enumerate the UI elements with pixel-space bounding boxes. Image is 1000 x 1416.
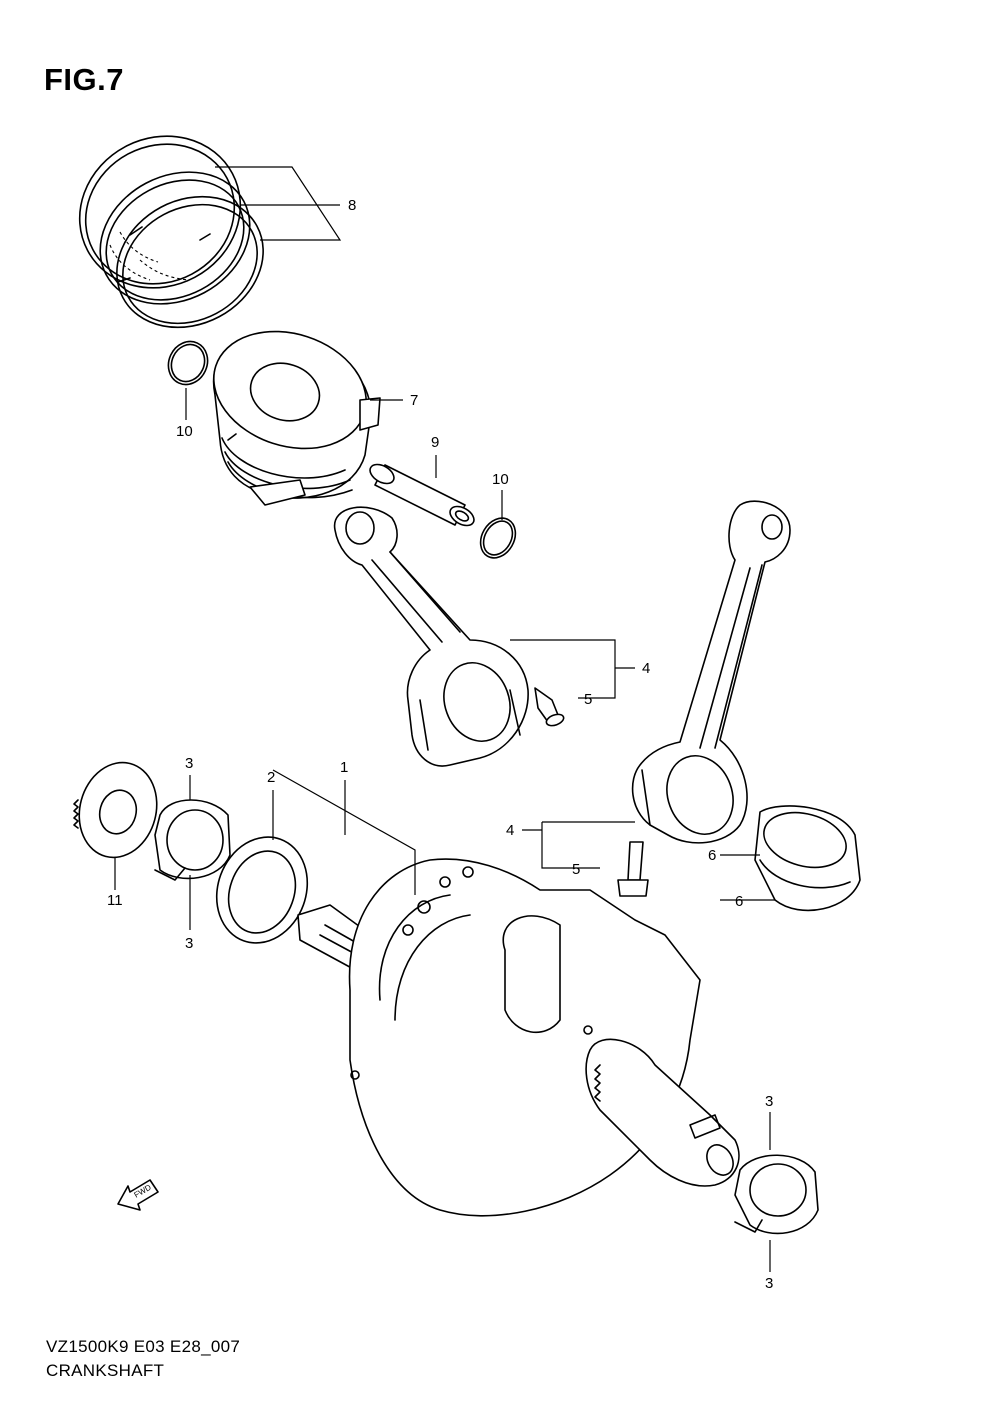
callout-10-upper[interactable]: 10 xyxy=(176,423,193,440)
callout-5-lower[interactable]: 5 xyxy=(572,861,580,878)
piston-pin[interactable] xyxy=(367,461,478,530)
connecting-rod-rear[interactable] xyxy=(631,500,791,844)
callout-5-upper[interactable]: 5 xyxy=(584,691,592,708)
callout-6-upper[interactable]: 6 xyxy=(708,847,716,864)
connecting-rod-bolt-rear[interactable] xyxy=(617,841,649,897)
callout-2[interactable]: 2 xyxy=(267,769,275,786)
piston-pin-circlip-lower[interactable] xyxy=(474,512,523,564)
callout-10-lower[interactable]: 10 xyxy=(492,471,509,488)
callout-3-bottom-right[interactable]: 3 xyxy=(765,1275,773,1292)
figure-title: FIG.7 xyxy=(44,62,125,97)
callout-3-top-left[interactable]: 3 xyxy=(185,755,193,772)
callout-6-lower[interactable]: 6 xyxy=(735,893,743,910)
crankshaft-journal-bearing-right[interactable] xyxy=(734,1154,819,1235)
callout-3-bottom-left[interactable]: 3 xyxy=(185,935,193,952)
thrust-washer[interactable] xyxy=(202,824,322,956)
callout-1[interactable]: 1 xyxy=(340,759,348,776)
callout-4-upper[interactable]: 4 xyxy=(642,660,650,677)
callout-numbers: 8 7 10 9 10 4 5 3 1 2 4 6 5 11 6 3 3 3 xyxy=(107,197,773,1292)
callout-11[interactable]: 11 xyxy=(107,892,123,909)
callout-8[interactable]: 8 xyxy=(348,197,356,214)
callout-3-top-right[interactable]: 3 xyxy=(765,1093,773,1110)
connecting-rod-bolt-front[interactable] xyxy=(534,687,565,728)
connecting-rod-front[interactable] xyxy=(333,506,529,767)
callout-leader-lines xyxy=(114,166,775,1272)
crankshaft[interactable] xyxy=(297,858,740,1217)
piston-pin-circlip-upper[interactable] xyxy=(161,335,214,391)
piston-ring-set[interactable] xyxy=(53,108,286,352)
diagram-model-code: VZ1500K9 E03 E28_007 xyxy=(46,1337,241,1356)
callout-9[interactable]: 9 xyxy=(431,434,439,451)
piston[interactable] xyxy=(199,313,382,506)
crankshaft-journal-bearing-left[interactable] xyxy=(154,799,231,881)
crankpin-bearing-pair[interactable] xyxy=(754,804,861,912)
callout-7[interactable]: 7 xyxy=(410,392,418,409)
forward-direction-arrow: FWD xyxy=(117,1179,159,1211)
diagram-section-name: CRANKSHAFT xyxy=(46,1361,165,1380)
crank-gear-washer[interactable] xyxy=(69,754,167,866)
callout-4-lower[interactable]: 4 xyxy=(506,822,514,839)
